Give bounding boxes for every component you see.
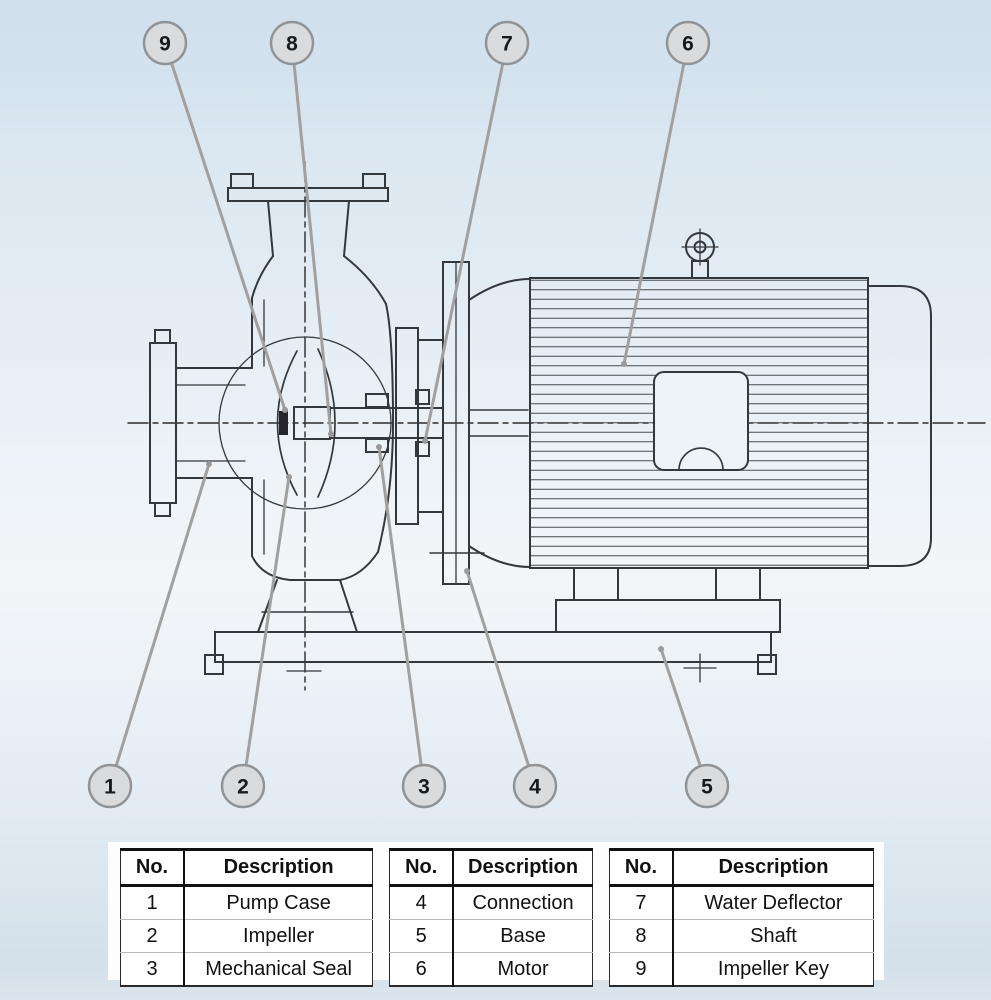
part-number: 9: [609, 952, 674, 986]
table-row: 4 Connection: [389, 885, 593, 920]
table-row: 7 Water Deflector: [609, 885, 873, 920]
part-description: Pump Case: [226, 891, 331, 914]
table-header-row: No. Description: [389, 849, 593, 887]
callout-2: 2: [220, 763, 266, 809]
col-header-no: No.: [120, 849, 185, 887]
callout-1: 1: [87, 763, 133, 809]
callout-5-label: 5: [701, 776, 713, 799]
callout-3-label: 3: [418, 776, 430, 799]
part-description: Mechanical Seal: [184, 952, 373, 986]
callout-4-label: 4: [529, 776, 541, 799]
leader-line-1: [108, 462, 211, 788]
callout-2-label: 2: [237, 776, 249, 799]
leader-lines: [108, 41, 709, 788]
callout-4: 4: [512, 763, 558, 809]
callout-9-label: 9: [159, 33, 171, 56]
parts-table-1: No. Description 1 Pump Case 2 Impeller 3…: [120, 848, 374, 987]
table-row: 8 Shaft: [609, 919, 874, 953]
table-row: 1 Pump Case: [120, 885, 373, 920]
mechanical-seal: [365, 393, 389, 408]
parts-tables-panel: No. Description 1 Pump Case 2 Impeller 3…: [108, 842, 884, 987]
connection-drawing: [395, 261, 485, 585]
col-header-description: Description: [184, 849, 373, 887]
callout-5: 5: [684, 763, 730, 809]
callout-9: 9: [142, 20, 188, 66]
part-description: Shaft: [672, 919, 874, 953]
leader-line-3: [377, 445, 426, 788]
part-number: 2: [120, 919, 185, 953]
volute-interior: [218, 336, 392, 510]
motor-end-cap: [867, 285, 932, 567]
callout-7-label: 7: [501, 33, 513, 56]
motor-drawing: [468, 228, 932, 633]
callout-1-label: 1: [104, 776, 116, 799]
callout-8: 8: [269, 20, 315, 66]
impeller-key: [279, 411, 288, 435]
table-row: 3 Mechanical Seal: [120, 952, 373, 986]
table-row: 6 Motor: [389, 952, 593, 986]
callout-8-label: 8: [286, 33, 298, 56]
leader-line-9: [163, 41, 287, 412]
part-description: Impeller: [184, 919, 373, 953]
table-row: 5 Base: [389, 919, 593, 953]
part-description: Impeller Key: [672, 952, 874, 986]
part-number: 3: [120, 952, 185, 986]
part-number: 1: [120, 885, 185, 920]
col-header-no: No.: [609, 849, 674, 887]
part-number: 4: [389, 885, 455, 920]
leader-line-4: [465, 569, 537, 788]
part-number: 6: [389, 952, 455, 986]
leader-line-2: [241, 475, 291, 788]
base-drawing: [204, 631, 777, 683]
callouts: 9 8 7 6 1 2 3: [87, 20, 730, 809]
callout-3: 3: [401, 763, 447, 809]
callout-6-label: 6: [682, 33, 694, 56]
part-number: 8: [609, 919, 674, 953]
water-deflector: [415, 389, 430, 405]
leader-line-5: [659, 647, 709, 788]
callout-6: 6: [665, 20, 711, 66]
motor-foot: [573, 567, 619, 601]
part-description: Base: [453, 919, 593, 953]
parts-table-3: No. Description 7 Water Deflector 8 Shaf…: [608, 848, 874, 987]
table-header-row: No. Description: [609, 849, 874, 887]
part-number: 7: [609, 885, 674, 920]
col-header-no: No.: [389, 849, 455, 887]
base-plate: [214, 631, 772, 663]
leader-line-6: [622, 41, 690, 366]
motor-window: [653, 371, 749, 471]
part-description: Connection: [472, 891, 574, 914]
table-row: 2 Impeller: [120, 919, 373, 953]
table-row: 9 Impeller Key: [609, 952, 874, 986]
table-header-row: No. Description: [120, 849, 373, 887]
parts-table-2: No. Description 4 Connection 5 Base 6 Mo…: [389, 848, 593, 987]
part-number: 5: [389, 919, 455, 953]
col-header-description: Description: [453, 849, 593, 887]
col-header-description: Description: [672, 849, 874, 887]
leader-line-7: [423, 41, 509, 443]
leader-line-8: [290, 41, 333, 436]
pump-case-drawing: [149, 173, 395, 633]
part-description: Water Deflector: [704, 891, 843, 914]
part-description: Motor: [453, 952, 593, 986]
callout-7: 7: [484, 20, 530, 66]
